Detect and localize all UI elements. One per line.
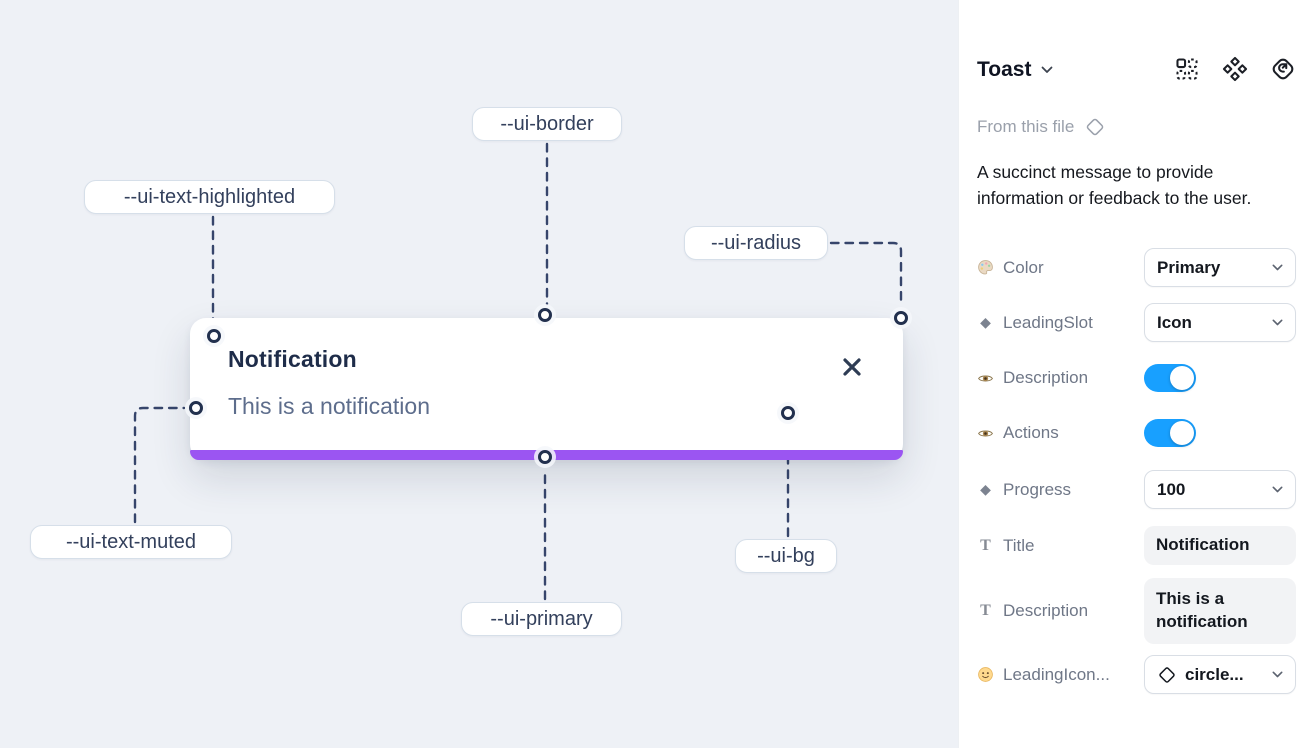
row-color: Color Primary — [977, 248, 1296, 287]
label-ui-primary[interactable]: --ui-primary — [461, 602, 622, 636]
title-input[interactable]: Notification — [1144, 526, 1296, 565]
properties-panel: Toast From this file — [958, 0, 1312, 748]
property-label: Actions — [1003, 423, 1059, 442]
row-description-text: T Description This is a notification — [977, 578, 1296, 644]
toast-title: Notification — [228, 346, 357, 372]
property-label: LeadingIcon... — [1003, 664, 1110, 684]
property-label: Description — [1003, 368, 1089, 387]
diamond-outline-icon — [1087, 118, 1104, 136]
row-actions-toggle: Actions — [977, 419, 1296, 447]
row-title: T Title Notification — [977, 526, 1296, 565]
label-ui-text-muted[interactable]: --ui-text-muted — [30, 525, 232, 559]
x-close-icon[interactable] — [841, 356, 863, 378]
property-label: Description — [1003, 601, 1089, 620]
chevron-down-icon — [1272, 319, 1283, 326]
row-leadingslot: ◆ LeadingSlot Icon — [977, 303, 1296, 342]
color-select[interactable]: Primary — [1144, 248, 1296, 287]
anchor-bg[interactable] — [781, 406, 795, 420]
component-title[interactable]: Toast — [977, 58, 1032, 81]
chevron-down-icon — [1272, 264, 1283, 271]
eye-icon — [977, 425, 994, 442]
toast-component[interactable]: Notification This is a notification — [190, 318, 903, 460]
label-ui-text-highlighted[interactable]: --ui-text-highlighted — [84, 180, 335, 214]
diamond-icon: ◆ — [980, 481, 991, 497]
label-ui-border[interactable]: --ui-border — [472, 107, 622, 141]
label-ui-bg[interactable]: --ui-bg — [735, 539, 837, 573]
row-description-toggle: Description — [977, 364, 1296, 392]
description-toggle[interactable] — [1144, 364, 1196, 392]
source-label: From this file — [977, 117, 1075, 136]
property-label: Title — [1003, 535, 1035, 555]
row-leadingicon: LeadingIcon... circle... — [977, 655, 1296, 694]
component-grid-icon[interactable] — [1174, 56, 1200, 82]
text-icon: T — [980, 536, 991, 554]
actions-toggle[interactable] — [1144, 419, 1196, 447]
chevron-down-icon — [1272, 486, 1283, 493]
row-progress: ◆ Progress 100 — [977, 470, 1296, 509]
leadingicon-select[interactable]: circle... — [1144, 655, 1296, 694]
property-label: Progress — [1003, 479, 1072, 499]
component-description: A succinct message to provide informatio… — [977, 162, 1252, 208]
text-icon: T — [980, 602, 991, 619]
progress-select[interactable]: 100 — [1144, 470, 1296, 509]
palette-icon — [977, 259, 994, 276]
anchor-text-highlighted[interactable] — [207, 329, 221, 343]
anchor-radius[interactable] — [894, 311, 908, 325]
property-label: LeadingSlot — [1003, 312, 1093, 332]
diamond-icon: ◆ — [980, 314, 991, 330]
anchor-text-muted[interactable] — [189, 401, 203, 415]
diamond-outline-icon — [1157, 665, 1177, 685]
description-input[interactable]: This is a notification — [1144, 578, 1296, 644]
canvas: Notification This is a notification --ui… — [0, 0, 958, 748]
chevron-down-icon — [1272, 671, 1283, 678]
leadingslot-select[interactable]: Icon — [1144, 303, 1296, 342]
label-ui-radius[interactable]: --ui-radius — [684, 226, 828, 260]
smiley-icon — [977, 666, 994, 683]
property-label: Color — [1003, 257, 1044, 277]
chevron-down-icon[interactable] — [1041, 66, 1053, 74]
story-icon[interactable] — [1270, 56, 1296, 82]
diamonds-icon[interactable] — [1222, 56, 1248, 82]
anchor-primary[interactable] — [538, 450, 552, 464]
toast-description: This is a notification — [228, 393, 430, 419]
anchor-border[interactable] — [538, 308, 552, 322]
eye-icon — [977, 370, 994, 387]
